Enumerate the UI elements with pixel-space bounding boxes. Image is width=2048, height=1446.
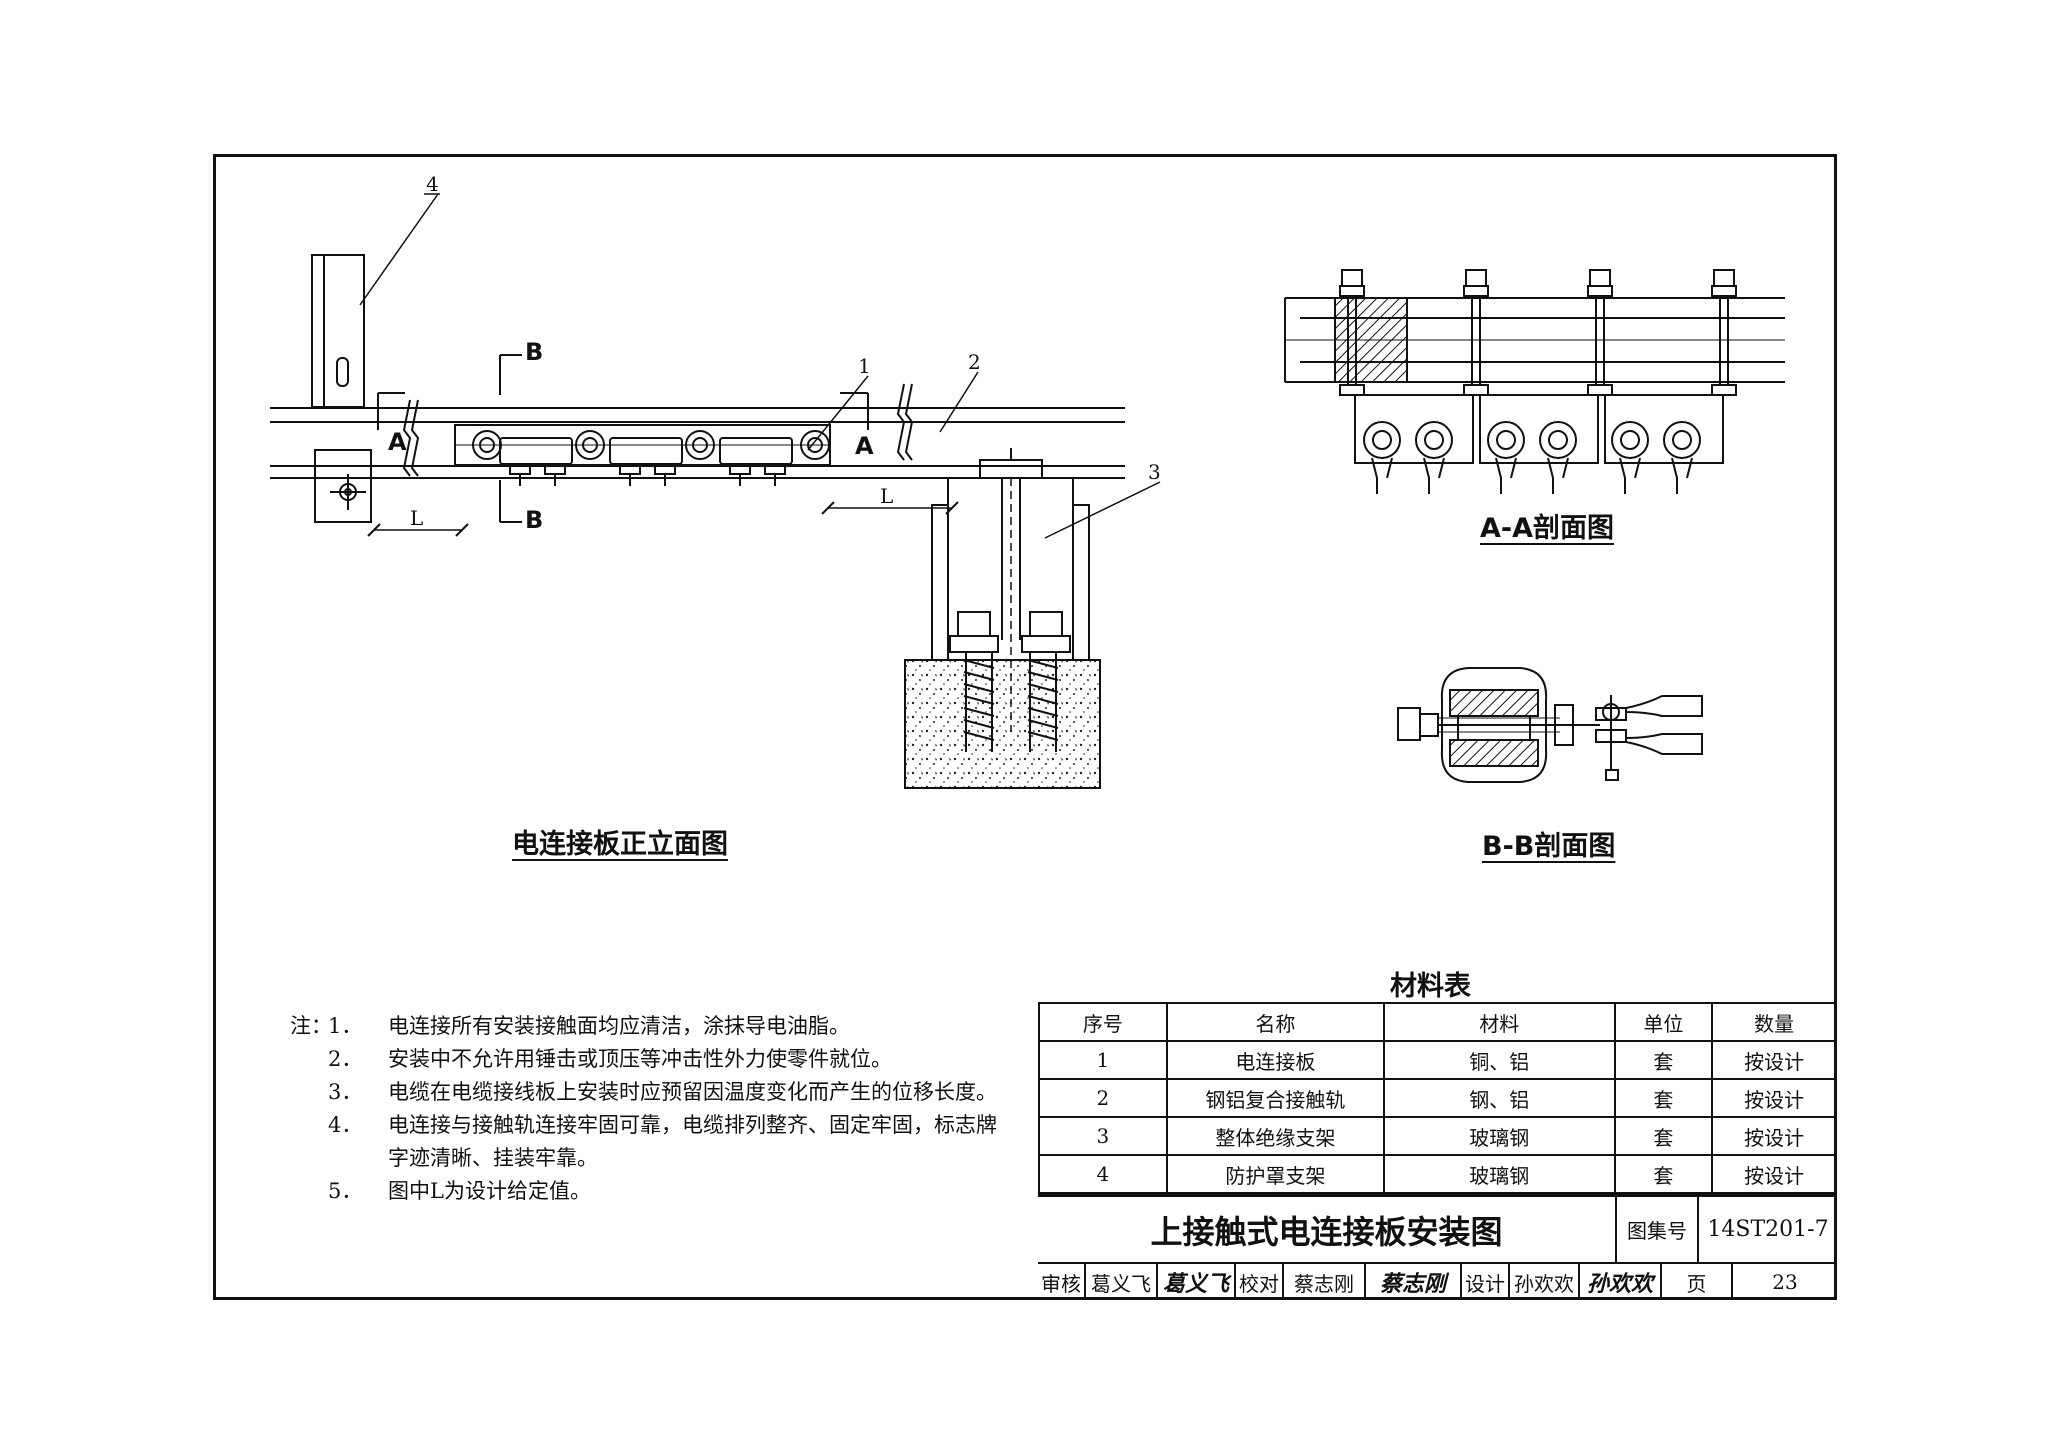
table-cell: 钢铝复合接触轨 bbox=[1165, 1078, 1386, 1118]
col-header: 名称 bbox=[1165, 1002, 1386, 1042]
atlas-number-label: 图集号 bbox=[1617, 1197, 1699, 1262]
table-header-row: 序号 名称 材料 单位 数量 bbox=[1038, 1002, 1837, 1042]
table-cell: 整体绝缘支架 bbox=[1165, 1116, 1386, 1156]
review-signature: 葛义飞 bbox=[1158, 1264, 1236, 1300]
table-row: 3 整体绝缘支架 玻璃钢 套 按设计 bbox=[1038, 1116, 1837, 1156]
table-row: 2 钢铝复合接触轨 钢、铝 套 按设计 bbox=[1038, 1078, 1837, 1118]
table-cell: 套 bbox=[1613, 1154, 1714, 1194]
section-mark-a-left: A bbox=[388, 428, 407, 456]
table-cell: 套 bbox=[1613, 1078, 1714, 1118]
callout-1: 1 bbox=[858, 354, 871, 378]
dimension-l-left: L bbox=[410, 506, 424, 530]
signature-row: 审核 葛义飞 葛义飞 校对 蔡志刚 蔡志刚 设计 孙欢欢 孙欢欢 页 23 bbox=[1038, 1262, 1837, 1300]
check-signature: 蔡志刚 bbox=[1366, 1264, 1462, 1300]
table-cell: 套 bbox=[1613, 1040, 1714, 1080]
note-item: 2． 安装中不允许用锤击或顶压等冲击性外力使零件就位。 bbox=[290, 1043, 1010, 1076]
drawing-frame bbox=[213, 154, 1837, 1300]
design-signature: 孙欢欢 bbox=[1580, 1264, 1662, 1300]
note-number: 5． bbox=[328, 1179, 363, 1203]
col-header: 数量 bbox=[1711, 1002, 1837, 1042]
callout-4: 4 bbox=[426, 172, 439, 196]
title-block: 序号 名称 材料 单位 数量 1 电连接板 铜、铝 套 按设计 2 钢铝复合接触… bbox=[1038, 1002, 1837, 1300]
section-bb-drawing bbox=[1397, 667, 1703, 783]
drawing-title: 上接触式电连接板安装图 bbox=[1038, 1197, 1617, 1262]
design-label: 设计 bbox=[1462, 1264, 1510, 1300]
note-text: 电连接与接触轨连接牢固可靠，电缆排列整齐、固定牢固，标志牌字迹清晰、挂装牢靠。 bbox=[388, 1113, 997, 1170]
note-number: 1． bbox=[328, 1014, 363, 1038]
table-cell: 电连接板 bbox=[1165, 1040, 1386, 1080]
section-mark-b-bottom: B bbox=[525, 506, 544, 534]
table-cell: 按设计 bbox=[1711, 1078, 1837, 1118]
table-cell: 铜、铝 bbox=[1383, 1040, 1616, 1080]
section-aa-drawing bbox=[1284, 269, 1785, 494]
table-row: 1 电连接板 铜、铝 套 按设计 bbox=[1038, 1040, 1837, 1080]
table-cell: 钢、铝 bbox=[1383, 1078, 1616, 1118]
table-cell: 3 bbox=[1038, 1116, 1168, 1156]
front-elevation-drawing bbox=[270, 193, 1161, 789]
col-header: 序号 bbox=[1038, 1002, 1168, 1042]
design-name: 孙欢欢 bbox=[1510, 1264, 1580, 1300]
atlas-number: 14ST201-7 bbox=[1707, 1217, 1829, 1242]
section-mark-b-top: B bbox=[525, 338, 544, 366]
table-cell: 按设计 bbox=[1711, 1040, 1837, 1080]
front-elevation-title: 电连接板正立面图 bbox=[512, 829, 728, 860]
notes: 注： 1． 电连接所有安装接触面均应清洁，涂抹导电油脂。 2． 安装中不允许用锤… bbox=[290, 1010, 1010, 1208]
note-number: 2． bbox=[328, 1047, 363, 1071]
materials-table-title: 材料表 bbox=[1390, 971, 1471, 1002]
check-label: 校对 bbox=[1236, 1264, 1284, 1300]
note-number: 3． bbox=[328, 1080, 363, 1104]
section-bb-title: B-B剖面图 bbox=[1482, 831, 1616, 862]
col-header: 材料 bbox=[1383, 1002, 1616, 1042]
table-cell: 4 bbox=[1038, 1154, 1168, 1194]
note-text: 电缆在电缆接线板上安装时应预留因温度变化而产生的位移长度。 bbox=[388, 1080, 997, 1104]
col-header: 单位 bbox=[1613, 1002, 1714, 1042]
table-row: 4 防护罩支架 玻璃钢 套 按设计 bbox=[1038, 1154, 1837, 1194]
table-cell: 按设计 bbox=[1711, 1116, 1837, 1156]
dimension-l-right: L bbox=[880, 484, 894, 508]
note-item: 3． 电缆在电缆接线板上安装时应预留因温度变化而产生的位移长度。 bbox=[290, 1076, 1010, 1109]
review-label: 审核 bbox=[1038, 1264, 1086, 1300]
table-cell: 防护罩支架 bbox=[1165, 1154, 1386, 1194]
table-cell: 玻璃钢 bbox=[1383, 1116, 1616, 1156]
section-aa-title: A-A剖面图 bbox=[1480, 513, 1614, 544]
materials-table: 序号 名称 材料 单位 数量 1 电连接板 铜、铝 套 按设计 2 钢铝复合接触… bbox=[1038, 1002, 1837, 1194]
callout-2: 2 bbox=[968, 350, 981, 374]
note-item: 注： 1． 电连接所有安装接触面均应清洁，涂抹导电油脂。 bbox=[290, 1010, 1010, 1043]
table-cell: 2 bbox=[1038, 1078, 1168, 1118]
table-cell: 1 bbox=[1038, 1040, 1168, 1080]
table-cell: 玻璃钢 bbox=[1383, 1154, 1616, 1194]
note-text: 图中L为设计给定值。 bbox=[388, 1179, 591, 1203]
section-mark-a-right: A bbox=[855, 432, 874, 460]
page-label: 页 bbox=[1662, 1264, 1733, 1300]
page-number: 23 bbox=[1772, 1270, 1798, 1294]
note-item: 5． 图中L为设计给定值。 bbox=[290, 1175, 1010, 1208]
table-cell: 套 bbox=[1613, 1116, 1714, 1156]
note-number: 4． bbox=[328, 1113, 363, 1137]
title-row: 上接触式电连接板安装图 图集号 14ST201-7 bbox=[1038, 1194, 1837, 1262]
review-name: 葛义飞 bbox=[1086, 1264, 1158, 1300]
note-text: 安装中不允许用锤击或顶压等冲击性外力使零件就位。 bbox=[388, 1047, 892, 1071]
note-item: 4． 电连接与接触轨连接牢固可靠，电缆排列整齐、固定牢固，标志牌字迹清晰、挂装牢… bbox=[290, 1109, 1010, 1175]
callout-3: 3 bbox=[1148, 460, 1161, 484]
table-cell: 按设计 bbox=[1711, 1154, 1837, 1194]
check-name: 蔡志刚 bbox=[1284, 1264, 1366, 1300]
notes-prefix: 注： bbox=[290, 1014, 332, 1038]
note-text: 电连接所有安装接触面均应清洁，涂抹导电油脂。 bbox=[388, 1014, 850, 1038]
